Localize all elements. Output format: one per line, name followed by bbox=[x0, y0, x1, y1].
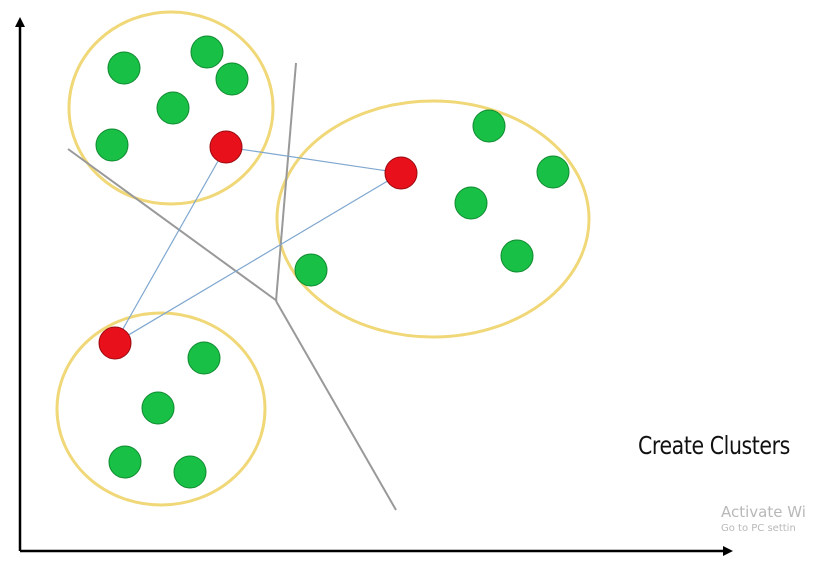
divider-line bbox=[275, 300, 397, 511]
data-point bbox=[108, 445, 142, 479]
centroid-connector bbox=[225, 146, 402, 174]
centroid-point bbox=[384, 156, 418, 190]
centroid-point bbox=[98, 326, 132, 360]
watermark-subtitle: Go to PC settin bbox=[721, 523, 796, 534]
activation-watermark: Activate Wi Go to PC settin bbox=[721, 502, 815, 536]
divider-line bbox=[275, 62, 297, 302]
cluster-outline-top-left bbox=[67, 10, 275, 206]
data-point bbox=[187, 341, 221, 375]
data-point bbox=[215, 62, 249, 96]
centroid-point bbox=[209, 130, 243, 164]
data-point bbox=[500, 239, 534, 273]
data-point bbox=[156, 91, 190, 125]
watermark-title: Activate Wi bbox=[721, 503, 806, 521]
cluster-outline-bottom-left bbox=[55, 311, 267, 507]
data-point bbox=[173, 455, 207, 489]
caption: Create Clusters bbox=[638, 431, 790, 460]
data-point bbox=[294, 253, 328, 287]
data-point bbox=[107, 51, 141, 85]
cluster-outline-right bbox=[275, 99, 591, 339]
data-point bbox=[190, 35, 224, 69]
centroid-connector bbox=[114, 172, 402, 344]
data-point bbox=[536, 155, 570, 189]
data-point bbox=[141, 391, 175, 425]
centroid-connector bbox=[114, 146, 227, 344]
data-point bbox=[472, 109, 506, 143]
data-point bbox=[95, 128, 129, 162]
divider-line bbox=[67, 148, 278, 302]
data-point bbox=[454, 186, 488, 220]
